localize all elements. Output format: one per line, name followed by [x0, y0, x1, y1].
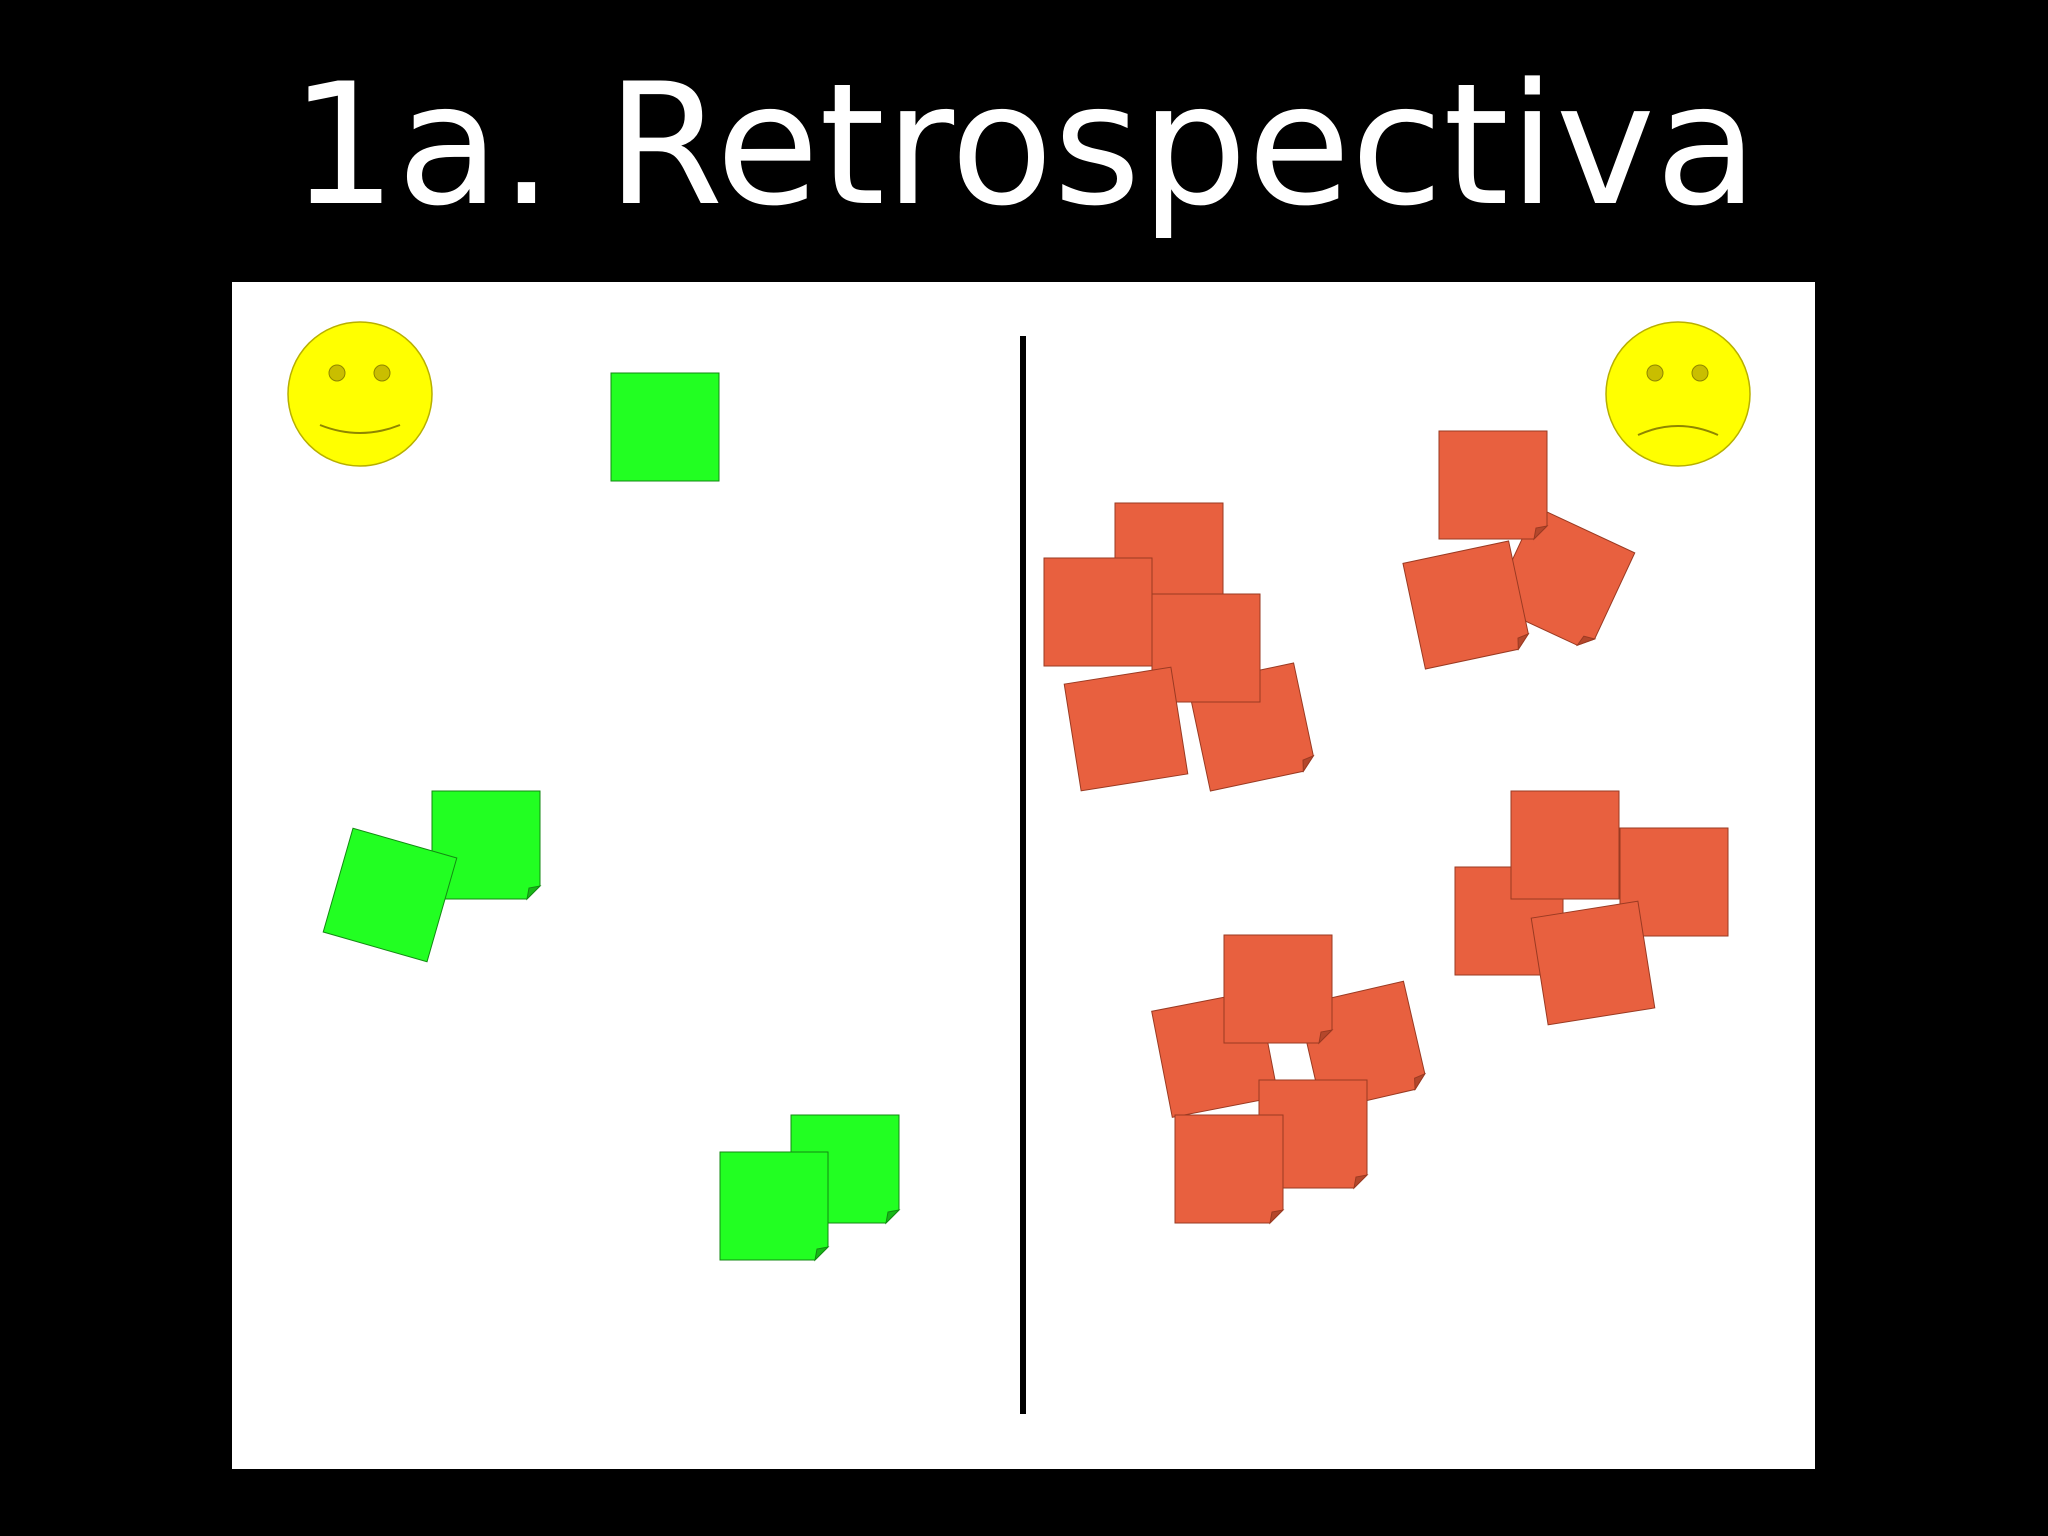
negative-sticky-note[interactable]: [1402, 540, 1531, 670]
negative-sticky-note[interactable]: [1174, 1114, 1285, 1225]
positive-sticky-note[interactable]: [719, 1151, 830, 1262]
slide-title: 1a. Retrospectiva: [289, 47, 1759, 243]
negative-sticky-note[interactable]: [1043, 557, 1153, 667]
negative-sticky-note[interactable]: [1223, 934, 1334, 1045]
negative-sticky-note[interactable]: [1510, 790, 1620, 900]
negative-sticky-note[interactable]: [1619, 827, 1729, 937]
negative-sticky-note[interactable]: [1258, 1079, 1369, 1190]
negative-sticky-note[interactable]: [1151, 593, 1261, 703]
board-divider: [1020, 336, 1026, 1414]
negative-sticky-note[interactable]: [1438, 430, 1549, 541]
negative-sticky-note[interactable]: [1063, 666, 1189, 792]
smiley-face-icon: [285, 319, 435, 469]
sad-face-icon: [1603, 319, 1753, 469]
negative-sticky-note[interactable]: [1530, 900, 1656, 1026]
positive-sticky-note[interactable]: [610, 372, 720, 482]
positive-sticky-note[interactable]: [322, 827, 458, 963]
